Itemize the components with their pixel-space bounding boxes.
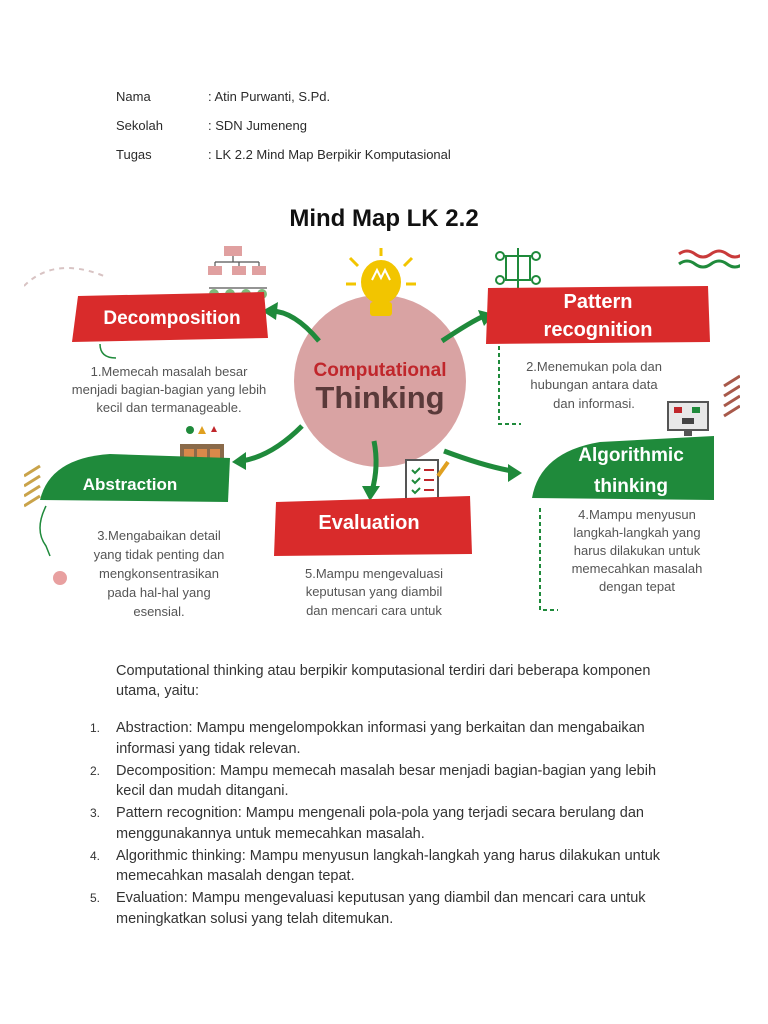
algorithmic-label-line1: Algorithmic — [578, 445, 684, 466]
squiggle-decoration — [678, 249, 740, 259]
name-label: Nama — [116, 89, 151, 104]
list-text: Evaluation: Mampu mengevaluasi keputusan… — [116, 890, 646, 927]
stripe-decoration — [723, 374, 740, 418]
pattern-label-line2: recognition — [544, 319, 653, 341]
network-icon — [495, 248, 541, 288]
evaluation-desc-line2: keputusan yang diambil — [306, 584, 443, 599]
list-item: 3. Pattern recognition: Mampu mengenali … — [90, 803, 670, 844]
mind-map: Computational Thinking — [24, 246, 740, 626]
intro-paragraph: Computational thinking atau berpikir kom… — [116, 663, 651, 699]
decomposition-label: Decomposition — [103, 308, 240, 329]
algorithmic-thinking-box — [532, 436, 714, 500]
decomposition-desc-line3: kecil dan termanageable. — [96, 400, 241, 415]
abstraction-desc-line5: esensial. — [133, 604, 184, 619]
list-text: Pattern recognition: Mampu mengenali pol… — [116, 805, 644, 842]
arrow-to-algorithmic — [443, 448, 513, 474]
page-title: Mind Map LK 2.2 — [289, 205, 479, 232]
checklist-icon — [405, 459, 450, 501]
evaluation-desc-line3: dan mencari cara untuk — [306, 603, 442, 618]
list-item: 4. Algorithmic thinking: Mampu menyusun … — [90, 846, 670, 887]
pattern-pointer — [498, 346, 521, 425]
component-list: 1. Abstraction: Mampu mengelompokkan inf… — [90, 718, 670, 931]
decomposition-desc-line1: 1.Memecah masalah besar — [91, 364, 248, 379]
abstraction-desc-line1: 3.Mengabaikan detail — [97, 528, 221, 543]
task-label: Tugas — [116, 147, 152, 162]
algorithmic-desc-line5: dengan tepat — [599, 579, 675, 594]
center-title-line1: Computational — [314, 360, 447, 381]
abstraction-desc-line4: pada hal-hal yang — [107, 585, 210, 600]
task-value: : LK 2.2 Mind Map Berpikir Komputasional — [208, 147, 451, 162]
pattern-recognition-box — [486, 286, 710, 344]
algorithmic-pointer — [539, 508, 558, 611]
algorithmic-desc-line3: harus dilakukan untuk — [574, 543, 701, 558]
center-title-line2: Thinking — [315, 380, 444, 415]
flowchart-monitor-icon — [667, 401, 709, 436]
stripe-decoration — [24, 464, 41, 508]
squiggle-decoration — [678, 259, 740, 269]
list-text: Decomposition: Mampu memecah masalah bes… — [116, 762, 657, 800]
decomposition-desc-line2: menjadi bagian-bagian yang lebih — [72, 382, 266, 397]
list-item: 2. Decomposition: Mampu memecah masalah … — [90, 761, 670, 802]
pattern-desc-line1: 2.Menemukan pola dan — [526, 359, 662, 374]
list-item: 5. Evaluation: Mampu mengevaluasi keputu… — [90, 888, 670, 929]
evaluation-box — [274, 496, 472, 556]
light-bulb-icon — [346, 248, 416, 316]
list-number: 2. — [90, 763, 101, 778]
pattern-desc-line3: dan informasi. — [553, 396, 635, 411]
abstraction-box — [40, 454, 230, 502]
school-label: Sekolah — [116, 118, 163, 133]
list-number: 1. — [90, 721, 101, 735]
list-number: 5. — [90, 891, 101, 905]
list-text: Abstraction: Mampu mengelompokkan inform… — [116, 720, 645, 757]
decomposition-box — [72, 292, 268, 342]
list-number: 4. — [90, 848, 101, 863]
list-number: 3. — [90, 806, 101, 820]
center-circle — [294, 295, 466, 467]
algorithmic-desc-line1: 4.Mampu menyusun — [578, 507, 696, 522]
dot-decoration — [53, 571, 67, 585]
list-item: 1. Abstraction: Mampu mengelompokkan inf… — [90, 718, 670, 759]
evaluation-label: Evaluation — [318, 512, 419, 534]
abstraction-label: Abstraction — [83, 475, 177, 494]
name-value: : Atin Purwanti, S.Pd. — [208, 89, 331, 104]
algorithmic-label-line2: thinking — [594, 476, 668, 497]
algorithmic-desc-line4: memecahkan masalah — [572, 561, 703, 576]
abstraction-pointer — [39, 505, 51, 557]
algorithmic-desc-line2: langkah-langkah yang — [573, 525, 700, 540]
school-value: : SDN Jumeneng — [208, 118, 307, 133]
pattern-desc-line2: hubungan antara data — [530, 377, 658, 392]
abstraction-desc-line3: mengkonsentrasikan — [99, 566, 219, 581]
evaluation-desc-line1: 5.Mampu mengevaluasi — [305, 566, 443, 581]
abstraction-desc-line2: yang tidak penting dan — [94, 547, 225, 562]
arrow-to-abstraction — [241, 424, 304, 464]
decomposition-pointer — [99, 343, 117, 359]
list-text: Algorithmic thinking: Mampu menyusun lan… — [116, 847, 661, 885]
mind-map-svg: Computational Thinking — [24, 246, 740, 626]
pattern-label-line1: Pattern — [564, 291, 633, 313]
